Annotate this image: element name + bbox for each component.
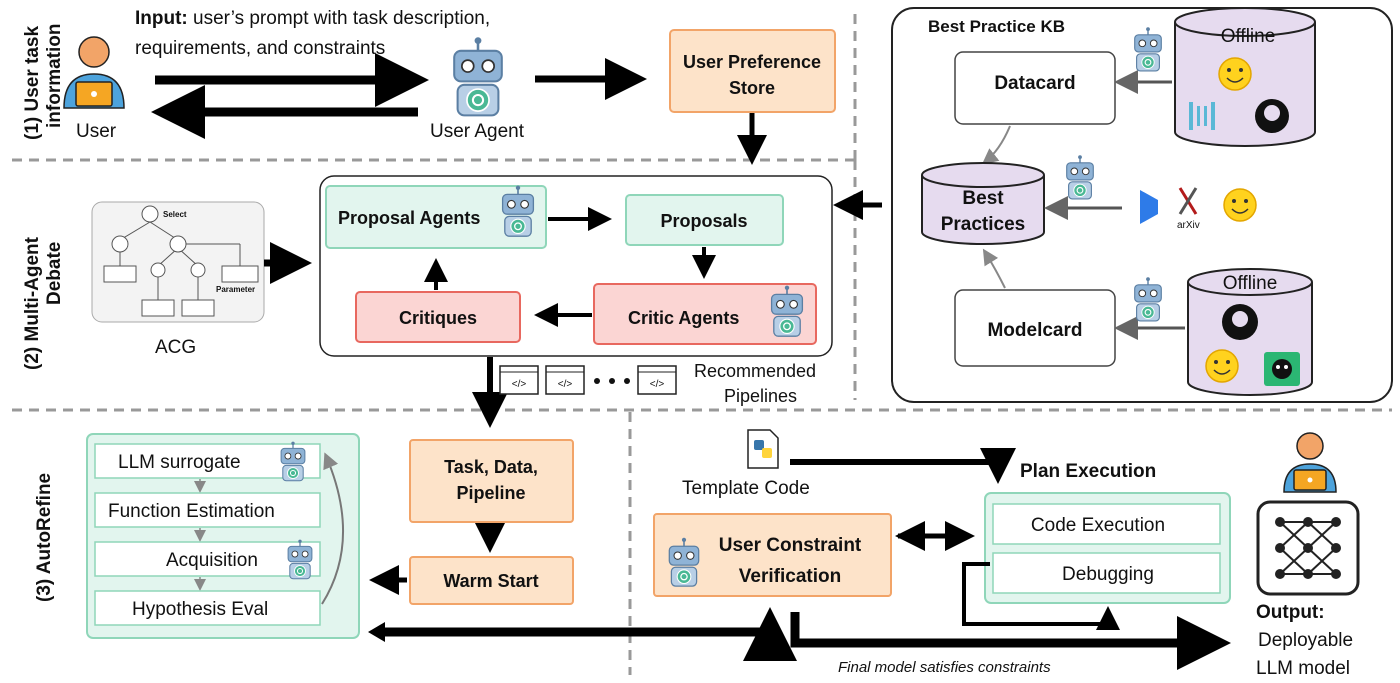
task-data-pipeline-box: Task, Data, Pipeline <box>409 439 574 523</box>
svg-text:Offline: Offline <box>1221 26 1276 47</box>
plan-execution-title: Plan Execution <box>1020 461 1156 482</box>
autorefine-panel <box>86 433 360 639</box>
svg-text:Best Practice KB: Best Practice KB <box>928 17 1065 36</box>
acg-label: ACG <box>155 337 196 358</box>
proposals-box: Proposals <box>625 194 784 246</box>
svg-text:Datacard: Datacard <box>994 73 1075 94</box>
svg-text:User Preference: User Preference <box>683 52 821 72</box>
svg-text:arXiv: arXiv <box>1177 220 1200 231</box>
dataset-index-icon <box>1189 102 1215 130</box>
user-constraint-verification-box: User Constraint Verification <box>653 513 892 597</box>
svg-text:LLM surrogate: LLM surrogate <box>118 452 241 473</box>
recommended-label: Recommended <box>694 361 816 381</box>
ellipsis-dots <box>594 378 630 384</box>
svg-text:Debugging: Debugging <box>1062 564 1154 585</box>
bing-icon <box>1140 190 1158 224</box>
debugging-box: Debugging <box>992 552 1221 594</box>
arrow-debug-loop <box>962 562 1120 630</box>
arrow-ucv-to-output <box>790 612 1231 670</box>
user-agent-label: User Agent <box>430 121 525 142</box>
svg-text:Warm Start: Warm Start <box>443 571 538 591</box>
ollama-icon <box>1264 352 1300 386</box>
hypothesis-eval-box: Hypothesis Eval <box>94 590 321 626</box>
arrow-head-left <box>368 622 385 642</box>
svg-text:Critic Agents: Critic Agents <box>628 308 739 328</box>
svg-text:</>: </> <box>558 379 573 390</box>
svg-text:Store: Store <box>729 78 775 98</box>
arrow-modelcard-to-bp <box>982 248 1006 289</box>
svg-text:Offline: Offline <box>1223 273 1278 294</box>
huggingface-icon-2 <box>1223 188 1257 222</box>
critic-agents-box: Critic Agents <box>593 283 817 345</box>
huggingface-icon <box>1218 57 1252 91</box>
svg-text:Function Estimation: Function Estimation <box>108 501 275 522</box>
user-icon <box>63 36 125 109</box>
svg-text:Practices: Practices <box>941 214 1026 235</box>
svg-text:Best: Best <box>962 188 1004 209</box>
section-label-3: (3) AutoRefine <box>34 473 55 602</box>
svg-text:Critiques: Critiques <box>399 308 477 328</box>
svg-text:Verification: Verification <box>739 566 841 587</box>
code-file-icon-2: </> <box>545 365 585 395</box>
arxiv-icon: arXiv <box>1177 187 1200 231</box>
pipelines-label: Pipelines <box>724 386 797 406</box>
github-icon-2 <box>1222 304 1258 340</box>
github-icon <box>1255 99 1289 133</box>
template-code-label: Template Code <box>682 478 810 499</box>
svg-text:Parameter: Parameter <box>216 285 255 294</box>
critiques-box: Critiques <box>355 291 521 343</box>
svg-text:(1) User task: (1) User task <box>22 26 43 140</box>
arrow-template-to-plan <box>790 448 1016 484</box>
user-preference-store-box: User Preference Store <box>669 29 836 113</box>
input-line2: requirements, and constraints <box>135 38 385 59</box>
svg-text:(2) Multi-Agent: (2) Multi-Agent <box>22 236 43 370</box>
section-label-1: (1) User task information <box>22 24 65 141</box>
svg-text:Acquisition: Acquisition <box>166 550 258 571</box>
svg-text:</>: </> <box>650 379 665 390</box>
modelcard-box: Modelcard <box>954 289 1116 367</box>
section-label-2: (2) Multi-Agent Debate <box>22 236 65 370</box>
svg-text:</>: </> <box>512 379 527 390</box>
code-execution-box: Code Execution <box>992 503 1221 545</box>
svg-text:Task, Data,: Task, Data, <box>444 457 538 477</box>
arrow-datacard-to-bp <box>981 125 1011 165</box>
svg-text:Proposal Agents: Proposal Agents <box>338 208 480 228</box>
svg-text:Proposals: Proposals <box>660 211 747 231</box>
neural-network-icon <box>1256 500 1360 596</box>
svg-text:Select: Select <box>163 210 187 219</box>
output-line2: LLM model <box>1256 658 1350 679</box>
arrow-ar-loop <box>321 452 345 605</box>
output-line1: Deployable <box>1258 630 1353 651</box>
final-model-note: Final model satisfies constraints <box>838 659 1051 676</box>
input-line1: Input: user’s prompt with task descripti… <box>135 8 490 29</box>
svg-text:Hypothesis Eval: Hypothesis Eval <box>132 599 268 620</box>
code-file-icon-1: </> <box>499 365 539 395</box>
datacard-box: Datacard <box>954 51 1116 125</box>
code-file-icon-3: </> <box>637 365 677 395</box>
svg-text:User Constraint: User Constraint <box>719 535 862 556</box>
svg-text:Debate: Debate <box>44 242 65 305</box>
function-estimation-box: Function Estimation <box>94 492 321 528</box>
svg-text:information: information <box>44 24 65 129</box>
acquisition-box: Acquisition <box>94 541 321 577</box>
huggingface-icon-3 <box>1205 349 1239 383</box>
output-user-icon <box>1283 432 1337 493</box>
svg-text:Modelcard: Modelcard <box>987 320 1082 341</box>
output-label: Output: <box>1256 602 1325 623</box>
svg-text:Pipeline: Pipeline <box>456 483 525 503</box>
acg-graph-panel: Select Parameter <box>91 201 265 323</box>
user-agent-robot-icon <box>452 35 504 117</box>
proposal-agents-box: Proposal Agents <box>325 185 547 249</box>
python-file-icon <box>747 429 779 469</box>
warm-start-box: Warm Start <box>409 556 574 605</box>
user-label: User <box>76 121 117 142</box>
best-practices-database: Best Practices <box>921 162 1045 245</box>
svg-text:Code Execution: Code Execution <box>1031 515 1165 536</box>
